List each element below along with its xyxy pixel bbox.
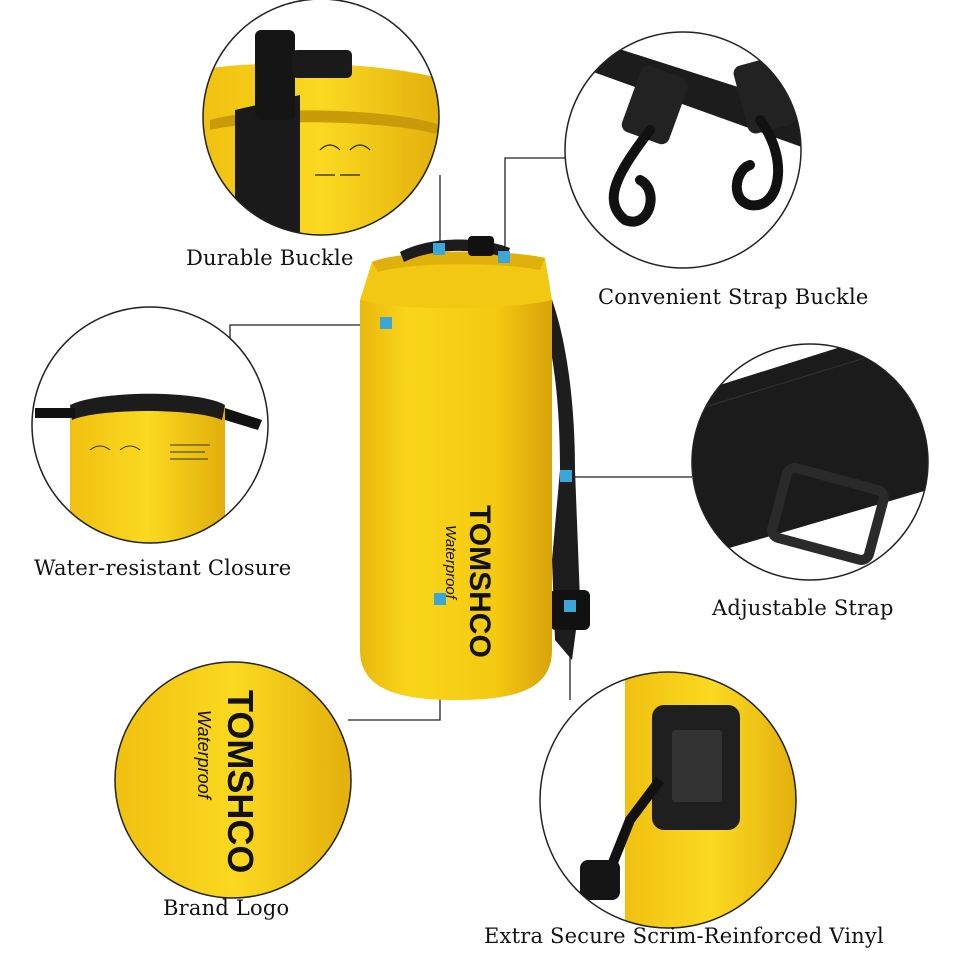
label-durable-buckle: Durable Buckle	[186, 246, 354, 270]
label-brand-logo: Brand Logo	[163, 896, 290, 920]
feature-markers	[380, 243, 576, 612]
label-adjustable-strap: Adjustable Strap	[712, 596, 894, 620]
detail-strap-buckle	[564, 31, 802, 269]
detail-closure	[31, 306, 269, 544]
detail-durable-buckle	[202, 0, 440, 236]
svg-text:Waterproof: Waterproof	[442, 525, 459, 601]
main-bag: TOMSHCO Waterproof	[360, 236, 590, 700]
label-convenient-strap-buckle: Convenient Strap Buckle	[598, 285, 869, 309]
svg-text:TOMSHCO: TOMSHCO	[463, 505, 496, 658]
detail-brand-logo: TOMSHCO Waterproof	[114, 661, 352, 899]
detail-vinyl	[539, 671, 797, 929]
svg-text:TOMSHCO: TOMSHCO	[220, 690, 261, 873]
bag-logo: TOMSHCO Waterproof	[442, 505, 496, 658]
label-water-resistant-closure: Water-resistant Closure	[34, 556, 292, 580]
label-scrim-reinforced-vinyl: Extra Secure Scrim-Reinforced Vinyl	[484, 924, 884, 948]
svg-text:Waterproof: Waterproof	[194, 710, 214, 801]
detail-adjustable-strap	[691, 343, 929, 581]
